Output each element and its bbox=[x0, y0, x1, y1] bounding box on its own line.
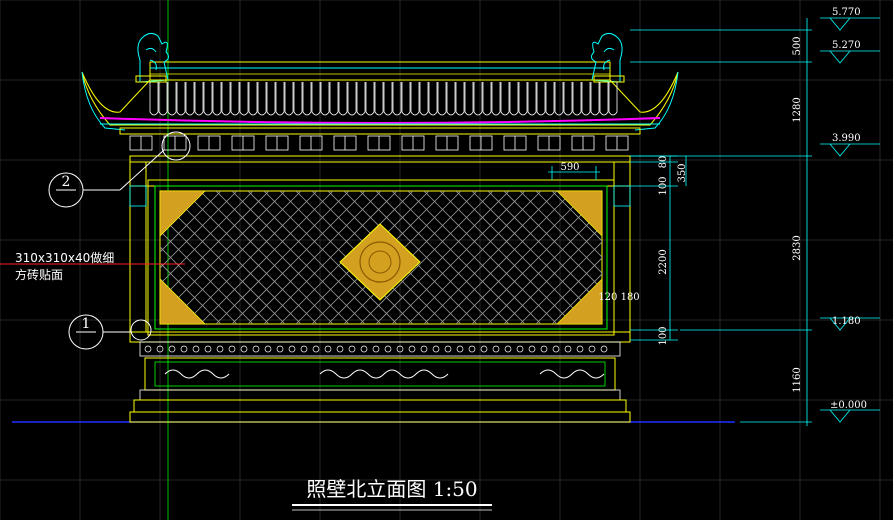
elevation-5770: 5.770 bbox=[832, 7, 861, 18]
left-ridge-beast bbox=[135, 32, 170, 83]
base-scroll-ornaments bbox=[164, 369, 605, 379]
elevation-1180: 1.180 bbox=[832, 316, 861, 327]
callout-2: 2 bbox=[48, 131, 191, 208]
elevation-3990: 3.990 bbox=[832, 133, 861, 144]
right-column bbox=[613, 161, 631, 333]
elevation-markers bbox=[820, 17, 880, 423]
left-column bbox=[129, 161, 147, 333]
dim-outer-500: 500 bbox=[792, 36, 803, 55]
material-annotation-line1: 310x310x40做细 bbox=[15, 250, 114, 265]
drawing-title: 照壁北立面图 1:50 bbox=[306, 477, 477, 501]
callout-1-label: 1 bbox=[82, 316, 91, 332]
dim-inner-100-bottom: 100 bbox=[658, 326, 669, 345]
dim-outer-2830: 2830 bbox=[792, 235, 803, 260]
dim-inner-100-top: 100 bbox=[658, 176, 669, 195]
base bbox=[129, 331, 631, 423]
dim-inner-80: 80 bbox=[658, 156, 669, 169]
wall-body bbox=[129, 155, 631, 336]
dim-outer-1280: 1280 bbox=[792, 97, 803, 122]
right-ridge-beast bbox=[590, 32, 625, 83]
callout-1: 1 bbox=[68, 314, 152, 350]
elevation-5270: 5.270 bbox=[832, 40, 861, 51]
elevation-0000: ±0.000 bbox=[830, 400, 867, 411]
roof bbox=[81, 32, 679, 151]
outer-dimensions bbox=[630, 18, 812, 426]
inner-dimensions bbox=[548, 155, 687, 341]
center-medallion bbox=[339, 223, 421, 301]
callout-2-label: 2 bbox=[62, 174, 71, 190]
dim-inner-350: 350 bbox=[677, 163, 688, 182]
dim-horizontal-590: 590 bbox=[560, 162, 579, 173]
dim-inner-2200: 2200 bbox=[658, 249, 669, 274]
corner-ornaments bbox=[159, 190, 603, 325]
dim-outer-1160: 1160 bbox=[792, 367, 803, 392]
dim-pair-120-180: 120 180 bbox=[598, 292, 639, 303]
material-annotation-line2: 方砖贴面 bbox=[15, 267, 63, 282]
roof-ridge bbox=[149, 61, 611, 81]
